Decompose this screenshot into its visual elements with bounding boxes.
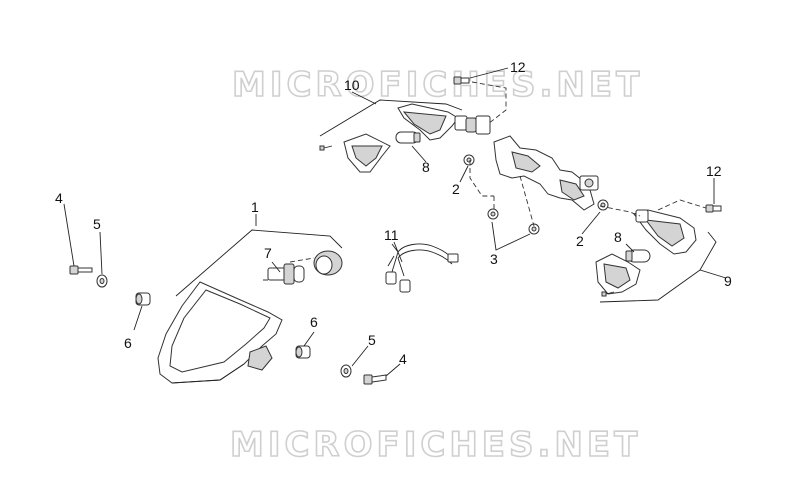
callout-8-lower: 8 (614, 229, 622, 245)
screw-left (69, 265, 93, 275)
callout-5-bottom: 5 (368, 332, 376, 348)
bulb-upper (395, 131, 421, 144)
watermark-bottom: MICROFICHES.NET (230, 425, 641, 465)
callout-1: 1 (251, 199, 259, 215)
nut-left (487, 208, 499, 220)
callout-lines (63, 67, 727, 377)
screw-12-lower (705, 204, 722, 213)
mounting-bracket (493, 135, 599, 211)
headlight-bulb (267, 263, 305, 285)
small-screw-lower (601, 291, 615, 297)
turn-signal-upper (397, 103, 491, 141)
watermark-top: MICROFICHES.NET (232, 65, 643, 105)
washer-bottom (340, 364, 352, 378)
turn-signal-lens-upper (343, 133, 391, 173)
washer-right (597, 199, 609, 211)
callout-6-bottom: 6 (310, 314, 318, 330)
callout-11: 11 (384, 227, 399, 243)
callout-5-left: 5 (93, 216, 101, 232)
small-screw-upper (319, 145, 333, 151)
headlight-assembly (157, 281, 283, 384)
callout-4-left: 4 (55, 190, 63, 206)
callout-2-upper: 2 (452, 181, 460, 197)
callout-9: 9 (724, 273, 732, 289)
bulb-lower (625, 249, 651, 263)
bulb-socket-cap (313, 250, 343, 276)
grommet-left (135, 292, 151, 306)
washer-upper (463, 154, 475, 166)
callout-12-lower: 12 (706, 163, 722, 179)
washer-left (96, 274, 108, 288)
callout-4-bottom: 4 (399, 351, 407, 367)
callout-12-upper: 12 (510, 59, 526, 75)
callout-2-lower: 2 (576, 233, 584, 249)
turn-signal-lower (633, 209, 697, 255)
callout-8-upper: 8 (422, 159, 430, 175)
nut-right (528, 223, 540, 235)
assembly-dash-lines (262, 81, 707, 281)
callout-6-left: 6 (124, 335, 132, 351)
callout-7: 7 (264, 245, 272, 261)
wiring-harness (385, 243, 459, 293)
callout-10: 10 (344, 77, 360, 93)
grommet-bottom (295, 345, 311, 359)
screw-12-upper (453, 76, 470, 85)
turn-signal-lens-lower (595, 253, 641, 295)
callout-3: 3 (490, 251, 498, 267)
screw-bottom (363, 374, 387, 385)
